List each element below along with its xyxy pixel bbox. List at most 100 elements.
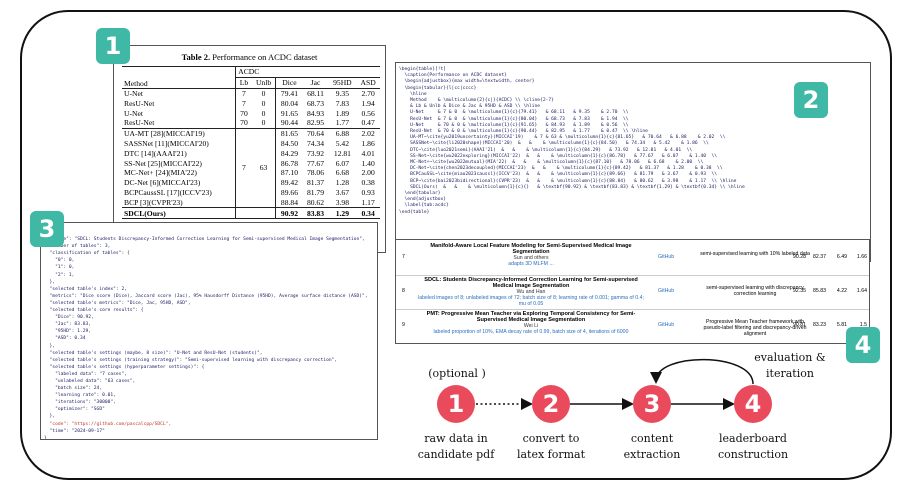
row-method: BCP [3](CVPR'23)	[124, 197, 183, 207]
row-value: 70	[235, 117, 252, 129]
json-line: "classification of tables": {	[44, 251, 130, 257]
step-3-node: 3	[633, 385, 671, 423]
row-value: 87.10	[275, 167, 303, 178]
latex-line: & Lb & Unlb & Dice & Jac & 95HD & ASD \\…	[399, 104, 541, 110]
row-method: U-Net	[124, 108, 143, 118]
row-value: 68.11	[307, 88, 324, 98]
row-value: 9.35	[335, 88, 350, 98]
leaderboard-row: 9 PMT: Progressive Mean Teacher via Explo…	[396, 311, 869, 341]
row-value: 81.65	[275, 128, 303, 139]
json-line: "Jac": 83.83,	[44, 322, 92, 328]
header-group: ACDC	[235, 66, 380, 78]
row-value: 78.06	[306, 168, 325, 178]
row-value: 88.84	[275, 197, 303, 208]
row-value: 84.93	[306, 108, 325, 118]
latex-line: DTC~\cite{luo2021semi}(AAAI'21) & & & \m…	[399, 147, 693, 153]
feedback-label: evaluation &iteration	[754, 351, 826, 380]
row-value: 0.47	[356, 117, 380, 129]
row-method: U-Net	[124, 88, 143, 98]
paper-title: SDCL: Students Discrepancy-Informed Corr…	[424, 277, 638, 289]
step-2-node: 2	[532, 385, 570, 423]
row-value: 0.34	[356, 207, 380, 219]
paper-info: Manifold-Aware Local Feature Modeling fo…	[416, 243, 646, 267]
github-link[interactable]: GitHub	[658, 288, 675, 294]
row-value: 0	[251, 117, 276, 129]
latex-line: \begin{table}[!t]	[399, 67, 447, 72]
json-line: "0": 0,	[44, 258, 75, 264]
row-value: 0.38	[361, 178, 375, 188]
latex-line: \end{tabular}	[399, 191, 441, 197]
json-line: "selected table's settings (maybe, 8 siz…	[44, 350, 263, 356]
latex-line: \begin{tabular}{l|cc|cccc}	[399, 85, 477, 91]
row-value: 7	[235, 98, 252, 109]
latex-line: UA-MT~\cite{yu2019uncertainty}(MICCAI'19…	[399, 135, 726, 141]
row-unlb	[251, 207, 276, 219]
table-caption: Table 2. Performance on ACDC dataset	[181, 52, 318, 62]
json-line: "selected table's settings (hyperparamet…	[44, 364, 205, 370]
row-value: 82.95	[302, 117, 329, 129]
latex-line: \hline	[399, 91, 427, 97]
latex-line: SDCL(Ours) & & & \multicolumn{1}{c}{} & …	[399, 184, 745, 190]
row-method: DTC [14](AAAI'21)	[124, 148, 187, 158]
header-95hd: 95HD	[328, 77, 357, 89]
latex-line: \caption{Performance on ACDC dataset}	[399, 73, 507, 79]
row-value: 68.73	[306, 98, 325, 108]
feedback-arrow	[650, 358, 754, 385]
metric-value: 1.5	[859, 322, 867, 328]
row-value: 81.79	[306, 187, 325, 197]
row-value: 6.88	[335, 129, 350, 139]
github-link[interactable]: GitHub	[658, 322, 675, 328]
outer-frame	[20, 10, 892, 480]
row-value: 7	[235, 88, 252, 99]
latex-line: \end{adjustbox}	[399, 197, 447, 203]
json-line: "selected table's index": 2,	[44, 286, 127, 292]
latex-line: SS-Net~\cite{wu2022exploring}(MICCAI'22)…	[399, 153, 718, 159]
row-value: 5.42	[335, 138, 350, 148]
latex-line: MC-Net+~\cite{wu2022mutual}(MIA'22) & & …	[399, 160, 704, 166]
header-dice: Dice	[275, 77, 303, 89]
row-value: 1.86	[361, 138, 375, 148]
metric-value: 90.28	[793, 254, 806, 260]
json-line: },	[44, 414, 56, 420]
metric-value: 4.22	[836, 288, 847, 294]
step-1-node: 1	[437, 385, 475, 423]
row-value: 1.77	[328, 117, 357, 129]
latex-line: ResU-Net & 7 & 0 & \multicolumn{1}{c}{80…	[399, 116, 629, 122]
row-index: 9	[402, 322, 405, 328]
row-separator	[396, 275, 869, 276]
row-method: ResU-Net	[122, 117, 236, 129]
github-link[interactable]: GitHub	[658, 254, 675, 260]
row-value: 2.70	[361, 88, 375, 98]
metric-value: 5.81	[836, 322, 847, 328]
latex-line: ResU-Net & 70 & 0 & \multicolumn{1}{c}{9…	[399, 129, 648, 135]
metric-value: 83.23	[813, 322, 826, 328]
paper-info: PMT: Progressive Mean Teacher via Explor…	[416, 311, 646, 335]
json-line: "code": "https://github.com/pascalcpp/SD…	[44, 421, 172, 427]
paper-title: Manifold-Aware Local Feature Modeling fo…	[430, 243, 632, 255]
step-4-node: 4	[734, 385, 772, 423]
json-panel: { "title": "SDCL: Students Discrepancy-I…	[40, 222, 378, 440]
row-value: 79.41	[275, 88, 303, 99]
json-line: "learning rate": 0.01,	[44, 393, 116, 399]
latex-line: DC-Net~\cite{chen2023decoupled}(MICCAI'2…	[399, 166, 723, 172]
row-method: SS-Net [25](MICCAI'22)	[124, 158, 202, 168]
row-value: 4.01	[361, 148, 375, 158]
header-method: Method	[122, 66, 236, 89]
paper-author: Wei Li	[523, 323, 539, 329]
latex-line: \end{table}	[399, 209, 430, 215]
latex-line: U-Net & 7 & 0 & \multicolumn{1}{c}{79.41…	[399, 110, 629, 116]
json-line: "time": "2024-09-17"	[44, 428, 105, 434]
json-line: },	[44, 343, 56, 349]
